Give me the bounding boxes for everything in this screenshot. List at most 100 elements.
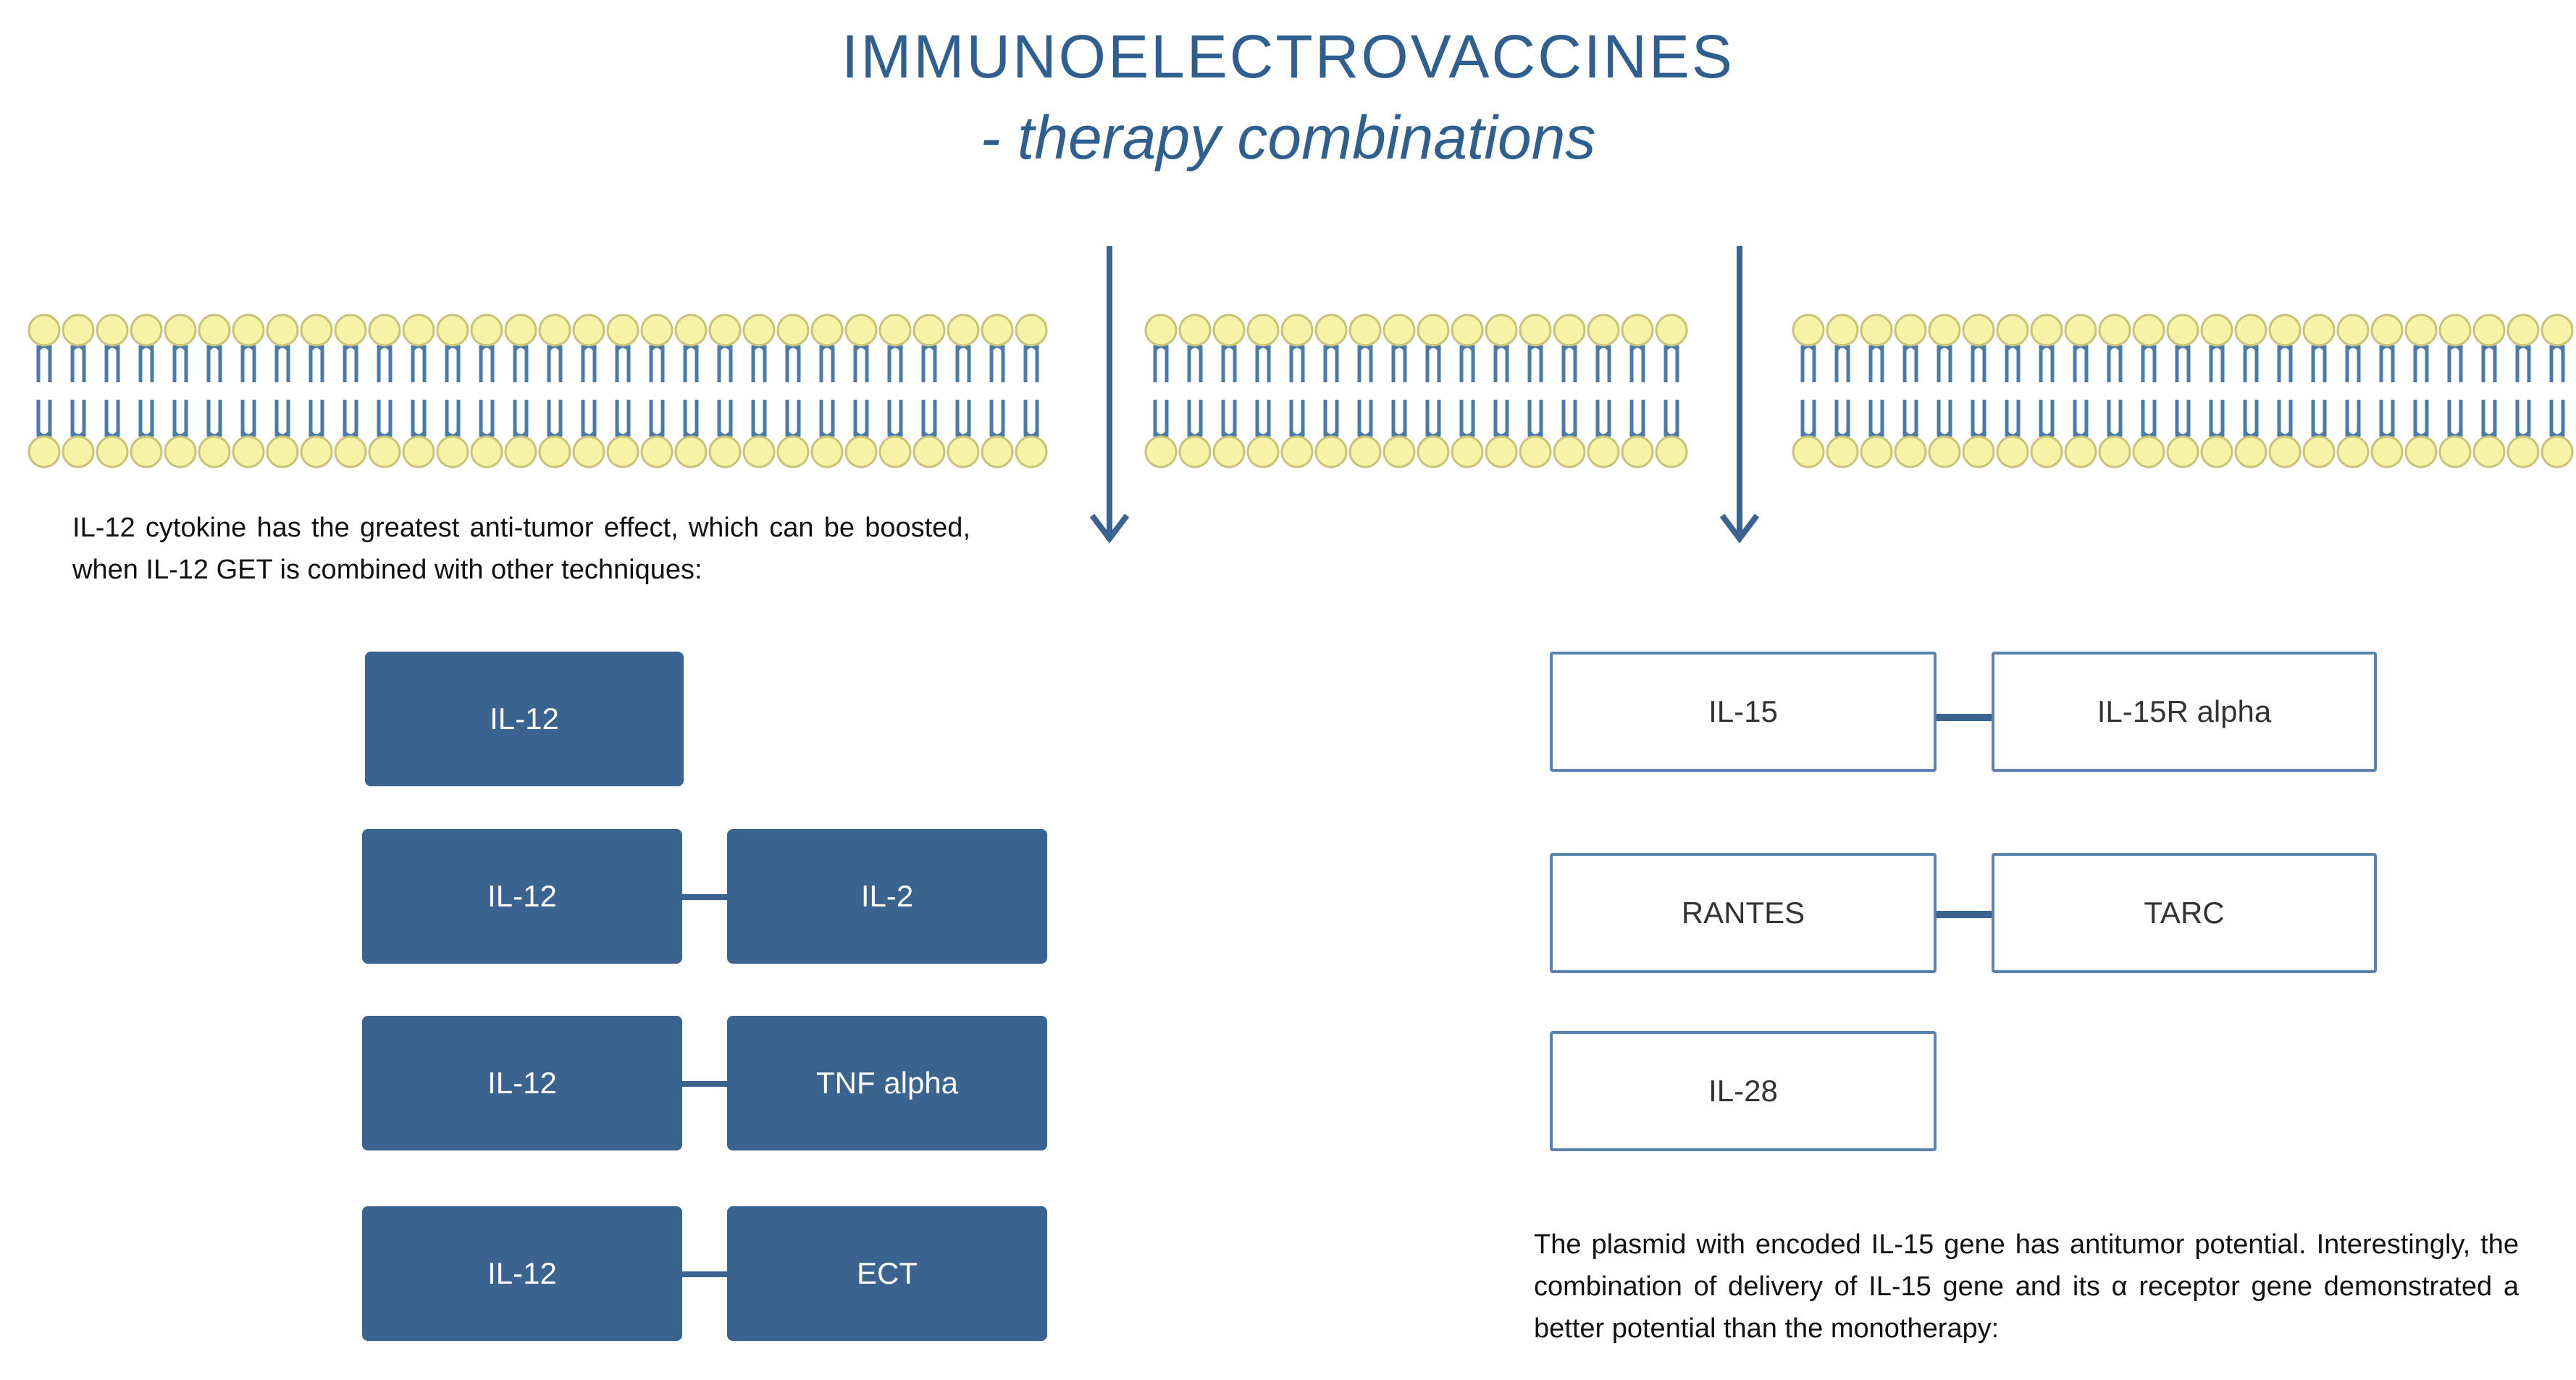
lipid-head (1348, 314, 1382, 347)
lipid-tail (785, 344, 801, 382)
lipid-head (1894, 435, 1927, 468)
lipid-head (2132, 314, 2165, 347)
lipid-head (62, 435, 95, 468)
lipid-tail (683, 400, 699, 438)
lipid-head (1348, 435, 1382, 468)
lipid-tail (2141, 400, 2157, 438)
lipid-tail (1153, 344, 1169, 382)
lipid-head (96, 314, 129, 347)
lipid-tail (479, 400, 495, 438)
lipid-tail (1834, 344, 1850, 382)
lipid-tail (751, 400, 767, 438)
lipid-tail (309, 344, 324, 382)
lipid-tail (2243, 344, 2259, 382)
lipid-head (606, 435, 639, 468)
lipid-tail (1527, 400, 1543, 438)
lipid-head (2200, 435, 2233, 468)
lipid-tail (1868, 344, 1884, 382)
lipid-tail (1595, 344, 1611, 382)
lipid-head (1383, 435, 1416, 468)
lipid-head (130, 435, 163, 468)
lipid-head (776, 314, 810, 347)
lipid-bilayer-segment (1792, 314, 2574, 468)
lipid-head (266, 435, 299, 468)
lipid-head (1015, 314, 1048, 347)
lipid-tail (547, 344, 563, 382)
lipid-tail (138, 400, 154, 438)
lipid-tail (70, 344, 86, 382)
lipid-tail (343, 344, 358, 382)
lipid-head (164, 435, 197, 468)
ect-box: ECT (727, 1206, 1047, 1341)
lipid-tail (1629, 400, 1645, 438)
lipid-head (2098, 314, 2131, 347)
lipid-tail (2311, 400, 2327, 438)
lipid-head (2370, 435, 2404, 468)
arrow-left-icon (1089, 246, 1130, 544)
connector-line (1937, 714, 1992, 721)
lipid-head (2302, 314, 2336, 347)
lipid-head (1621, 435, 1654, 468)
lipid-tail (104, 344, 120, 382)
lipid-head (1144, 435, 1178, 468)
lipid-head (1314, 314, 1348, 347)
lipid-head (2132, 435, 2165, 468)
lipid-head (1519, 435, 1552, 468)
lipid-tail (1937, 344, 1952, 382)
lipid-tail (513, 344, 529, 382)
lipid-head (266, 314, 299, 347)
lipid-tail (411, 400, 427, 438)
lipid-tail (2107, 400, 2123, 438)
lipid-tail (2005, 400, 2021, 438)
lipid-tail (411, 344, 427, 382)
lipid-bilayer-segment (1144, 314, 1688, 468)
lipid-tail (309, 400, 324, 438)
lipid-tail (785, 400, 801, 438)
lipid-head (1246, 435, 1280, 468)
lipid-head (1144, 314, 1178, 347)
lipid-head (504, 435, 537, 468)
lipid-head (810, 435, 844, 468)
lipid-tail (717, 344, 733, 382)
lipid-tail (2175, 344, 2191, 382)
il12-box: IL-12 (362, 1206, 682, 1341)
lipid-head (1792, 314, 1825, 347)
lipid-tail (2141, 344, 2157, 382)
lipid-tail (2379, 344, 2395, 382)
lipid-tail (989, 344, 1005, 382)
lipid-head (572, 435, 605, 468)
lipid-head (2336, 435, 2370, 468)
lipid-head (2166, 314, 2199, 347)
lipid-tail (2345, 400, 2361, 438)
lipid-tail (1902, 400, 1918, 438)
lipid-tail (172, 344, 188, 382)
lipid-tail (240, 400, 256, 438)
lipid-head (2438, 435, 2472, 468)
lipid-head (470, 435, 503, 468)
lipid-head (912, 435, 946, 468)
lipid-head (776, 435, 810, 468)
lipid-tail (2549, 344, 2565, 382)
lipid-tail (1187, 344, 1203, 382)
lipid-head (844, 435, 878, 468)
lipid-tail (955, 400, 971, 438)
lipid-head (640, 435, 674, 468)
lipid-head (1178, 314, 1212, 347)
lipid-head (912, 314, 946, 347)
lipid-head (1860, 435, 1893, 468)
lipid-head (198, 314, 231, 347)
lipid-tail (853, 400, 869, 438)
lipid-head (2541, 435, 2574, 468)
lipid-tail (274, 344, 290, 382)
lipid-head (28, 435, 61, 468)
lipid-tail (921, 400, 937, 438)
lipid-tail (240, 344, 256, 382)
lipid-head (1587, 435, 1620, 468)
lipid-head (981, 435, 1014, 468)
lipid-head (2438, 314, 2472, 347)
lipid-tail (989, 400, 1005, 438)
lipid-tail (445, 344, 461, 382)
lipid-head (1621, 314, 1654, 347)
lipid-tail (581, 400, 597, 438)
lipid-tail (1425, 400, 1441, 438)
